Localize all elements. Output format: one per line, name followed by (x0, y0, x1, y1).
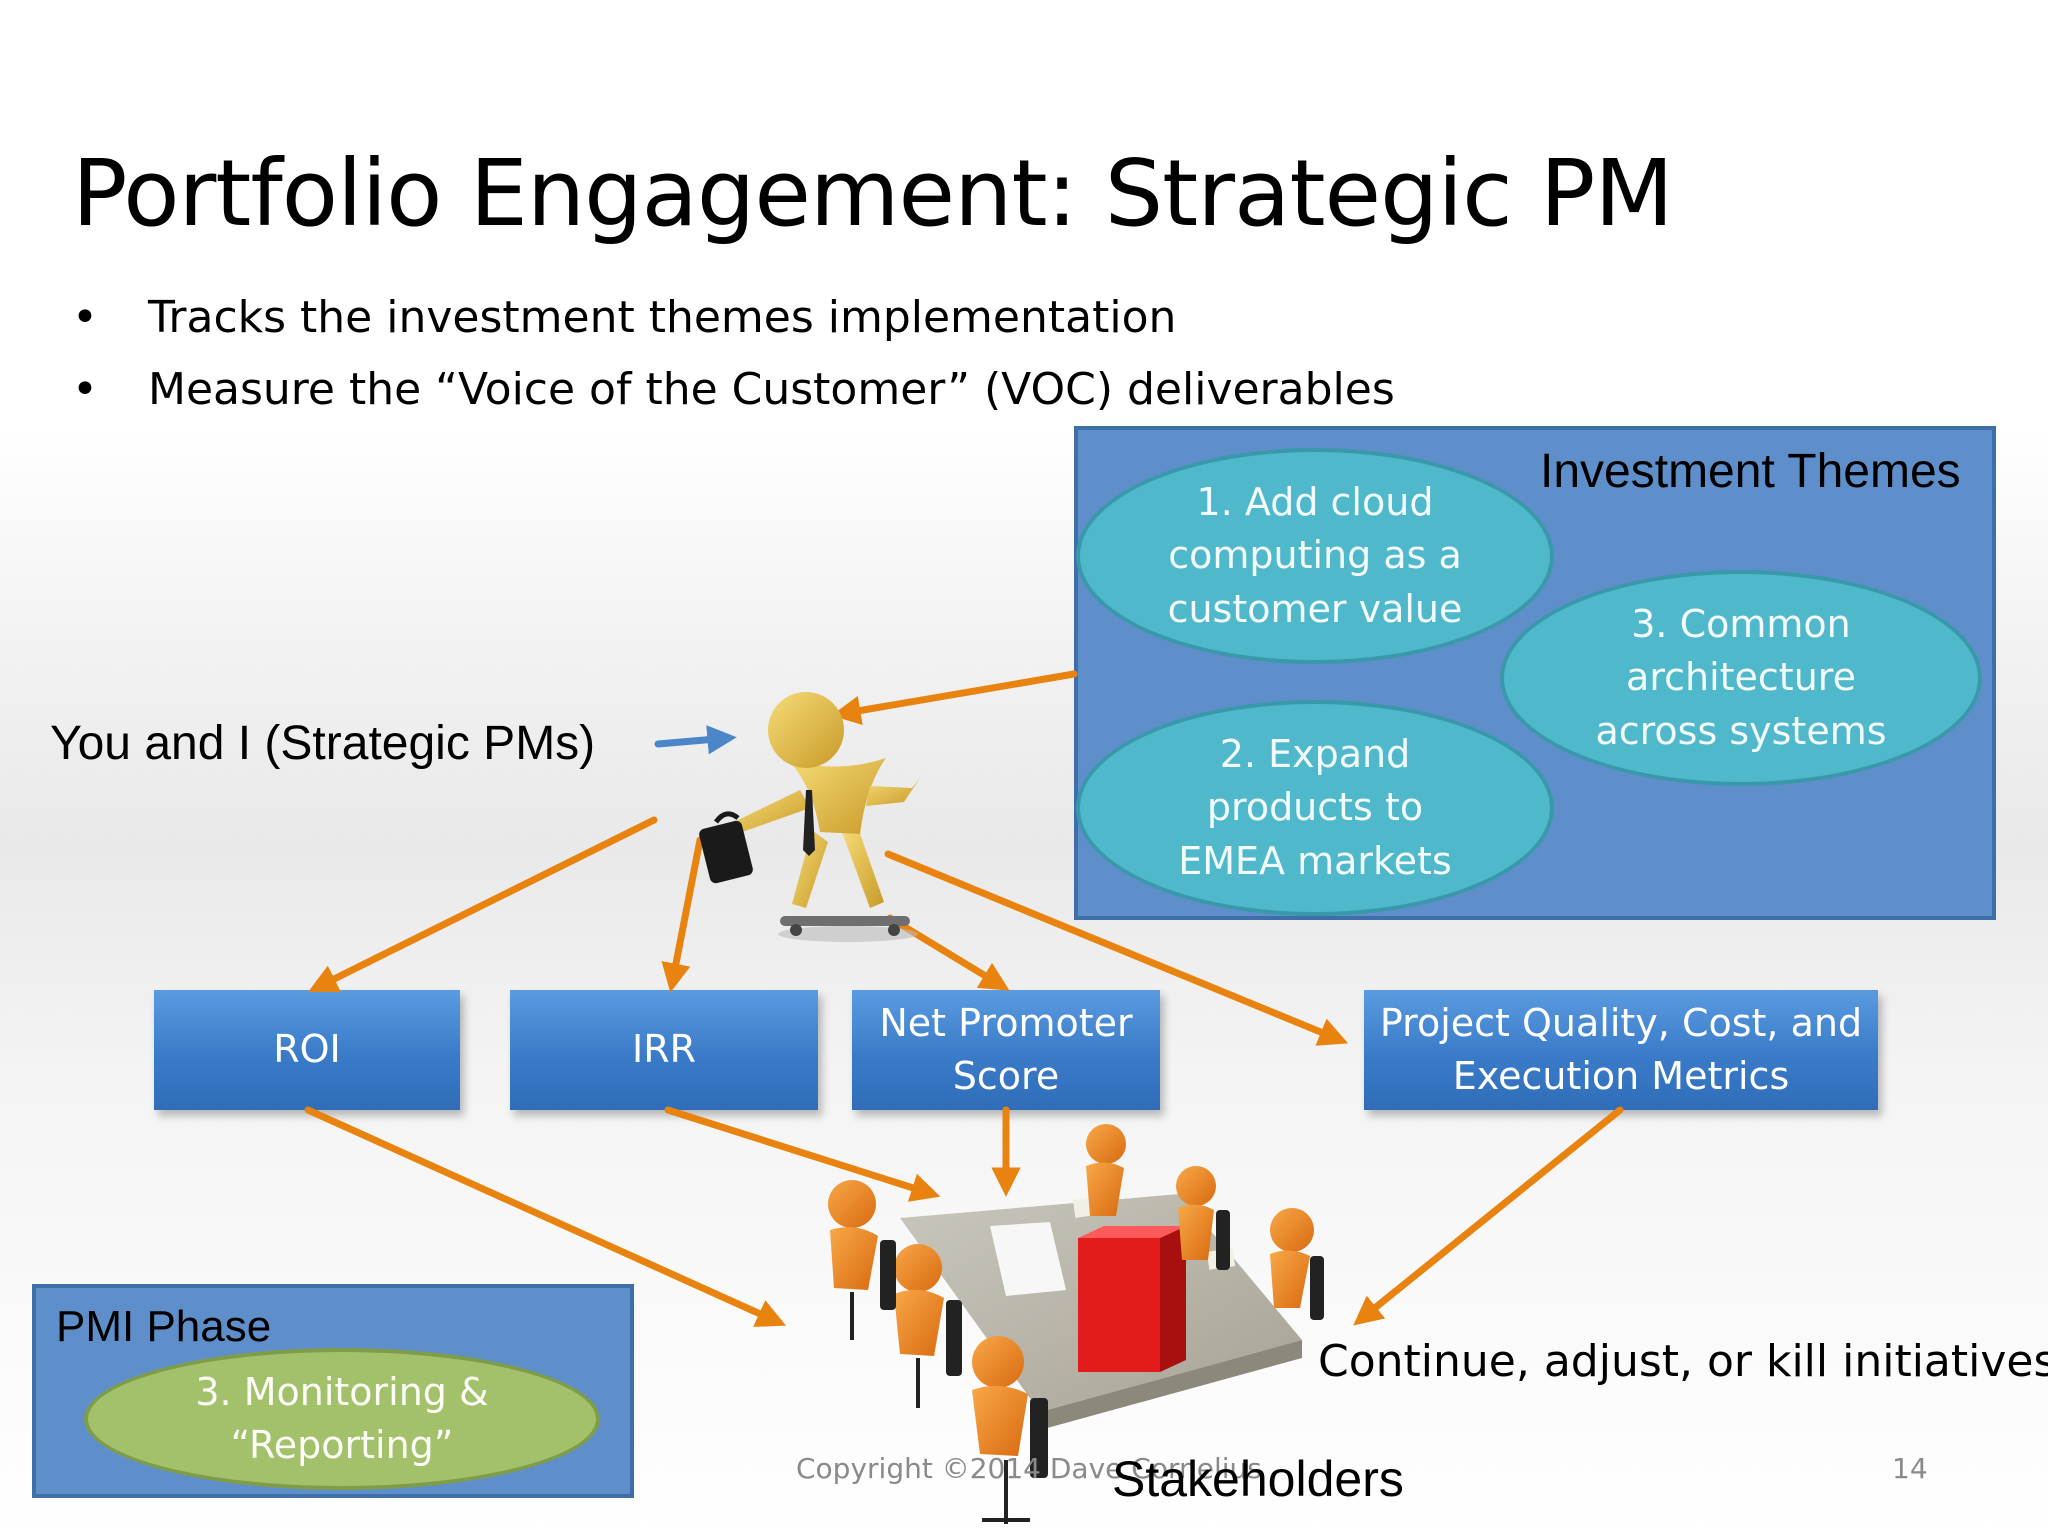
metric-label: IRR (631, 1027, 696, 1072)
metric-label: ROI (273, 1027, 341, 1072)
footer-copyright: Copyright ©2014 Dave Cornelius (796, 1452, 1262, 1485)
stakeholders-label: Stakeholders (1112, 1451, 1404, 1507)
arrow-pm-to-quality (884, 850, 1349, 1046)
theme-ellipse-emea: 2. Expand products to EMEA markets (1076, 700, 1554, 916)
pmi-phase-title: PMI Phase (56, 1302, 272, 1351)
page-number: 14 (1892, 1452, 1928, 1485)
arrow-pm-to-nps (886, 914, 1010, 991)
bullet-text: Tracks the investment themes implementat… (148, 292, 1177, 343)
bullet-glyph: • (72, 364, 98, 415)
metric-box-project-quality: Project Quality, Cost, and Execution Met… (1364, 990, 1878, 1110)
bullet-text: Measure the “Voice of the Customer” (VOC… (148, 364, 1395, 415)
theme-label: 3. Common architecture across systems (1595, 602, 1887, 753)
metric-box-net-promoter-score: Net Promoter Score (852, 990, 1160, 1110)
bullet-glyph: • (72, 292, 98, 343)
strategic-pm-label: You and I (Strategic PMs) (50, 717, 596, 770)
slide-title: Portfolio Engagement: Strategic PM (72, 140, 1674, 247)
theme-ellipse-cloud: 1. Add cloud computing as a customer val… (1076, 448, 1554, 664)
theme-label: 2. Expand products to EMEA markets (1178, 732, 1452, 883)
arrow-pm-to-irr (661, 836, 704, 993)
theme-label: 1. Add cloud computing as a customer val… (1167, 480, 1463, 631)
arrow-quality-to-outcome (1353, 1106, 1624, 1326)
pmi-phase-label: 3. Monitoring & “Reporting” (195, 1369, 489, 1467)
metric-box-roi: ROI (154, 990, 460, 1110)
arrow-irr-to-stakeholders (664, 1106, 941, 1202)
metric-box-irr: IRR (510, 990, 818, 1110)
arrow-label-to-pm (654, 725, 737, 755)
businessman-skateboard-icon (699, 692, 920, 942)
pmi-phase-ellipse: 3. Monitoring & “Reporting” (84, 1348, 600, 1490)
investment-themes-title: Investment Themes (1540, 445, 1961, 498)
outcome-text: Continue, adjust, or kill initiatives (1318, 1336, 2048, 1387)
theme-ellipse-architecture: 3. Common architecture across systems (1500, 570, 1982, 786)
metric-label: Project Quality, Cost, and Execution Met… (1379, 1000, 1863, 1098)
flow-arrows (304, 670, 1624, 1327)
arrow-pm-to-roi (308, 816, 658, 993)
arrow-themes-to-pm (831, 670, 1078, 726)
arrow-roi-to-stakeholders (304, 1106, 787, 1327)
metric-label: Net Promoter Score (879, 1000, 1133, 1098)
meeting-table-icon (828, 1124, 1324, 1524)
